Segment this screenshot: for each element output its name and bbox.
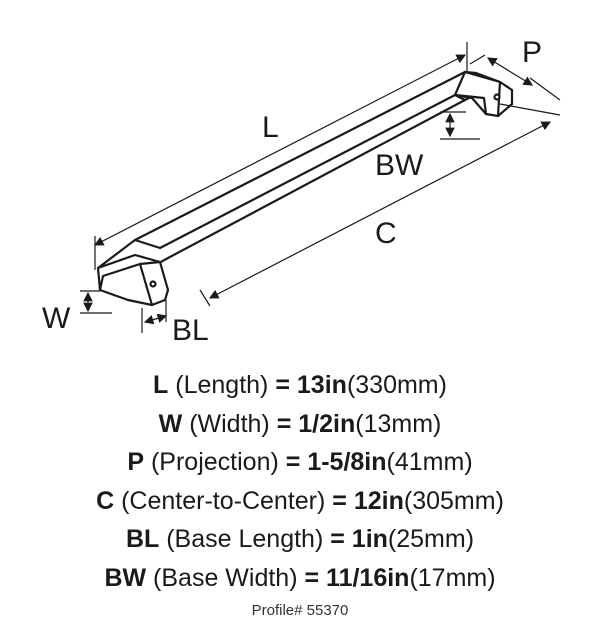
spec-name: (Center-to-Center) [121, 486, 326, 515]
label-P: P [522, 36, 542, 69]
spec-metric: (17mm) [409, 563, 496, 592]
spec-name: (Base Width) [153, 563, 298, 592]
spec-equals: = [275, 371, 290, 399]
spec-row-length: L (Length) = 13in(330mm) [0, 366, 600, 405]
profile-number: Profile# 55370 [251, 602, 349, 619]
left-screw-hole [149, 280, 157, 288]
spec-row-width: W (Width) = 1/2in(13mm) [0, 405, 600, 444]
label-C: C [375, 217, 397, 250]
spec-symbol: C [96, 486, 115, 515]
spec-row-projection: P (Projection) = 1-5/8in(41mm) [0, 443, 600, 482]
spec-metric: (25mm) [387, 525, 475, 553]
label-BW: BW [375, 149, 424, 182]
spec-equals: = [276, 409, 292, 438]
spec-equals: = [330, 525, 345, 553]
spec-equals: = [304, 563, 320, 592]
handle-left-post [96, 253, 170, 307]
spec-imperial: 1in [351, 525, 388, 553]
dimension-lines [80, 42, 561, 333]
spec-symbol: BL [125, 525, 160, 553]
handle-drawing [96, 70, 514, 307]
handle-bar [96, 70, 502, 270]
spec-name: (Projection) [150, 448, 279, 476]
handle-dimension-diagram: L P BW C W BL [42, 36, 561, 347]
spec-imperial: 13in [296, 371, 347, 399]
spec-equals: = [285, 448, 301, 476]
spec-metric: (330mm) [346, 371, 447, 399]
spec-symbol: BW [104, 563, 147, 592]
spec-equals: = [332, 486, 347, 515]
spec-imperial: 1-5/8in [307, 448, 387, 476]
spec-name: (Base Length) [166, 525, 324, 553]
spec-name: (Length) [175, 371, 269, 399]
handle-left-post-face [98, 260, 162, 307]
spec-imperial: 11/16in [326, 563, 410, 592]
spec-row-base-length: BL (Base Length) = 1in(25mm) [0, 520, 600, 559]
spec-metric: (41mm) [386, 448, 473, 476]
label-BL: BL [172, 314, 209, 347]
spec-symbol: W [158, 409, 183, 438]
spec-symbol: L [153, 371, 169, 399]
dimension-spec-list: L (Length) = 13in(330mm) W (Width) = 1/2… [0, 366, 600, 597]
spec-metric: (13mm) [355, 409, 442, 438]
spec-metric: (305mm) [403, 486, 504, 515]
label-W: W [42, 302, 71, 335]
spec-imperial: 1/2in [298, 409, 356, 438]
spec-imperial: 12in [353, 486, 404, 515]
handle-right-post [453, 70, 514, 118]
spec-name: (Width) [189, 409, 270, 438]
spec-symbol: P [127, 448, 145, 476]
spec-row-base-width: BW (Base Width) = 11/16in(17mm) [0, 559, 600, 598]
spec-row-center-to-center: C (Center-to-Center) = 12in(305mm) [0, 482, 600, 521]
right-screw-hole [493, 93, 501, 101]
label-L: L [262, 111, 279, 144]
